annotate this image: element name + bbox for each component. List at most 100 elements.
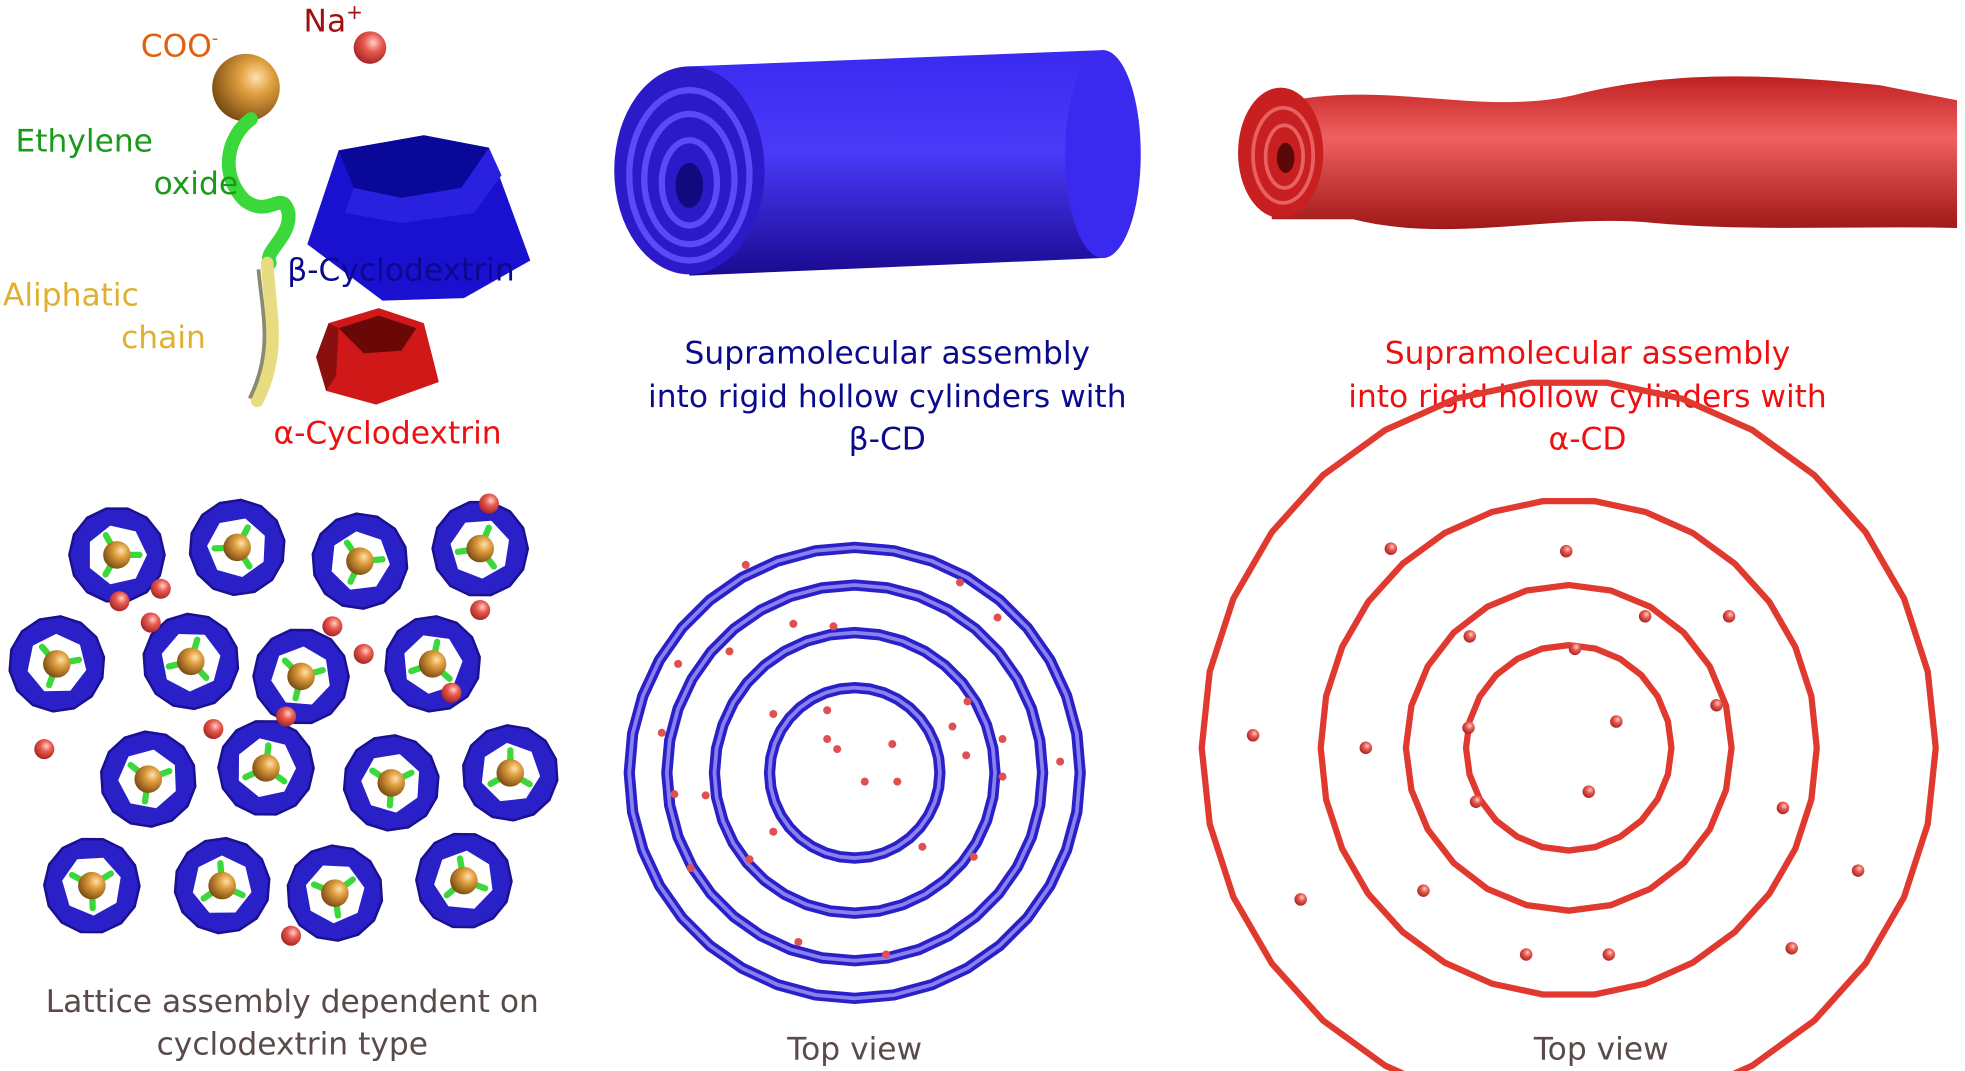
sodium-ion-icon	[823, 735, 832, 744]
sodium-ion-icon	[769, 827, 778, 836]
sodium-ion-icon	[882, 950, 891, 959]
sodium-ion-icon	[1851, 864, 1865, 877]
sodium-ion-icon	[1610, 715, 1623, 728]
carboxylate-head-icon	[418, 650, 447, 678]
beta-ring-highlight	[664, 583, 1045, 963]
beta-caption-line3: β-CD	[849, 422, 926, 458]
sodium-ion-icon	[1582, 785, 1596, 798]
carboxylate-head-icon	[177, 647, 205, 676]
sodium-ion-icon	[441, 682, 462, 703]
alpha-concentric-ring	[1402, 581, 1735, 914]
alpha-cylinder-panel: Supramolecular assembly into rigid hollo…	[1238, 76, 1958, 458]
beta-cyclodextrin-ring	[286, 844, 384, 942]
sodium-label: Na+	[304, 0, 363, 39]
sodium-ion-icon	[276, 706, 297, 727]
sodium-ion-icon	[109, 591, 130, 612]
sodium-ion-icon	[1417, 884, 1430, 897]
sodium-ion-icon	[893, 777, 902, 786]
alpha-caption-line3: α-CD	[1549, 422, 1627, 458]
carboxylate-head-icon	[496, 759, 525, 787]
carboxylate-head-icon	[466, 534, 494, 563]
sodium-ion-icon	[674, 659, 683, 668]
beta-caption-line1: Supramolecular assembly	[685, 335, 1091, 371]
carboxylate-head-icon	[212, 53, 280, 122]
sodium-ion-icon	[1246, 729, 1260, 742]
alpha-concentric-ring	[1462, 641, 1675, 854]
sodium-ion-icon	[1519, 948, 1533, 961]
lattice-caption-line2: cyclodextrin type	[157, 1027, 428, 1063]
beta-cyclodextrin-ring	[462, 724, 559, 822]
sodium-ion-icon	[1710, 698, 1723, 712]
coo-label: COO-	[141, 28, 218, 64]
aliphatic-label-2: chain	[121, 320, 206, 356]
sodium-ion-icon	[789, 619, 798, 628]
carboxylate-head-icon	[78, 871, 106, 900]
beta-cd-label: β-Cyclodextrin	[287, 253, 514, 289]
beta-cylinder-panel: Supramolecular assembly into rigid hollo…	[614, 50, 1141, 458]
sodium-ion-icon	[34, 739, 55, 760]
aliphatic-label-1: Aliphatic	[3, 278, 139, 314]
beta-cyclodextrin-ring	[311, 512, 409, 610]
sodium-ion-icon	[1463, 630, 1477, 643]
beta-cyclodextrin-ring	[68, 507, 166, 603]
sodium-ion-icon	[281, 925, 302, 946]
sodium-ion-icon	[701, 791, 710, 800]
sodium-ion-icon	[686, 864, 695, 873]
carboxylate-head-icon	[223, 533, 251, 562]
beta-cyclodextrin-ring	[142, 612, 240, 711]
beta-cyclodextrin-ring	[188, 498, 286, 597]
carboxylate-head-icon	[377, 769, 406, 797]
sodium-ion-icon	[1384, 542, 1398, 555]
sodium-ion-icon	[833, 745, 842, 754]
carboxylate-head-icon	[103, 541, 131, 569]
aliphatic-chain-icon	[250, 256, 279, 408]
sodium-ion-icon	[1359, 741, 1373, 755]
sodium-ion-icon	[745, 855, 754, 864]
beta-cyclodextrin-ring	[431, 500, 530, 597]
sodium-ion-icon	[963, 697, 972, 706]
carboxylate-head-icon	[252, 754, 280, 782]
sodium-ion-icon	[1638, 610, 1652, 623]
carboxylate-head-icon	[43, 650, 71, 678]
beta-cyclodextrin-ring	[342, 734, 440, 832]
beta-cyclodextrin-icon	[307, 135, 531, 301]
sodium-ion-icon	[1559, 544, 1573, 558]
sodium-ion-icon	[1785, 941, 1798, 955]
sodium-ion-icon	[1462, 721, 1475, 735]
beta-cyclodextrin-ring	[173, 836, 271, 935]
sodium-ion-icon	[322, 616, 343, 637]
carboxylate-head-icon	[321, 879, 349, 907]
sodium-ion-icon	[860, 777, 869, 786]
sodium-ion-icon	[998, 735, 1007, 744]
sodium-ion-icon	[741, 560, 750, 569]
sodium-ion-icon	[962, 751, 971, 760]
beta-cyclodextrin-ring	[384, 615, 481, 713]
sodium-ion-icon	[918, 842, 927, 851]
alpha-concentric-ring	[1317, 498, 1820, 998]
sodium-ion-icon	[1776, 801, 1790, 815]
carboxylate-head-icon	[208, 871, 236, 900]
beta-cyclodextrin-ring	[217, 720, 315, 816]
carboxylate-head-icon	[450, 866, 478, 895]
beta-top-view	[623, 541, 1086, 1005]
sodium-ion-icon	[969, 852, 978, 861]
beta-hollow-cylinder-icon	[614, 50, 1141, 276]
beta-ring-highlight	[627, 545, 1083, 1001]
sodium-ion-icon	[150, 578, 171, 599]
alpha-top-view	[1198, 379, 1939, 1071]
sodium-ion-icon	[140, 612, 161, 633]
beta-cyclodextrin-ring	[100, 730, 197, 828]
beta-ring-highlight	[767, 685, 942, 860]
sodium-ion-icon	[769, 709, 778, 719]
carboxylate-head-icon	[346, 547, 374, 575]
beta-cyclodextrin-ring	[252, 628, 350, 725]
sodium-ion-icon	[794, 937, 803, 946]
sodium-ion-icon	[998, 772, 1007, 781]
sodium-ion-icon	[478, 493, 499, 514]
sodium-ion-icon	[829, 622, 838, 631]
beta-top-view-label: Top view	[786, 1032, 922, 1068]
alpha-cyclodextrin-icon	[316, 308, 439, 405]
lattice-caption-line1: Lattice assembly dependent on	[46, 984, 539, 1020]
sodium-ion-icon	[823, 706, 832, 715]
